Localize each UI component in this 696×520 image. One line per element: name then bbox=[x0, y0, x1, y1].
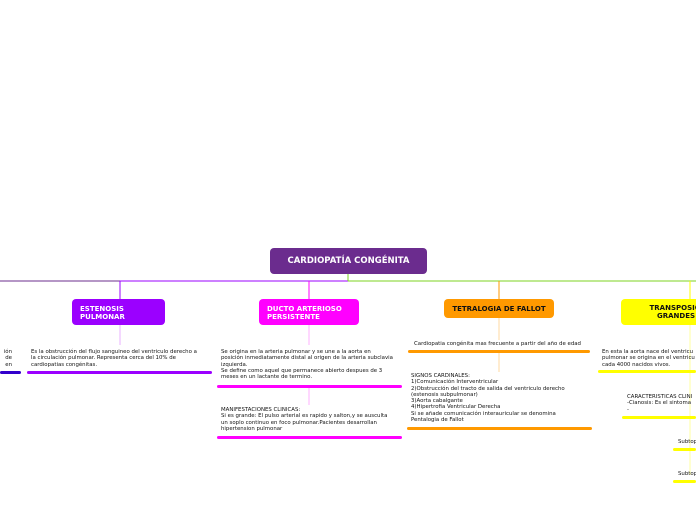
ducto-note-2-bar bbox=[217, 436, 402, 439]
fallot-note-1-bar bbox=[408, 350, 590, 353]
branch-ducto-arterioso[interactable]: DUCTO ARTERIOSO PERSISTENTE bbox=[259, 299, 359, 325]
transposicion-note-2-bar bbox=[622, 416, 696, 419]
transposicion-subtopic-1[interactable]: Subtop bbox=[678, 439, 696, 445]
transposicion-note-2[interactable]: CARACTERISTICAS CLINI -Cianosis: Es el s… bbox=[627, 394, 693, 413]
branch-transposicion[interactable]: TRANSPOSICI GRANDES bbox=[621, 299, 696, 325]
root-node[interactable]: CARDIOPATÍA CONGÉNITA bbox=[270, 248, 427, 274]
ducto-note-2[interactable]: MANIFESTACIONES CLINICAS: Si es grande: … bbox=[221, 407, 388, 432]
ducto-note-1-bar bbox=[217, 385, 402, 388]
transposicion-subtopic-2[interactable]: Subtop bbox=[678, 471, 696, 477]
transposicion-subtopic-1-bar bbox=[673, 448, 696, 451]
fallot-note-2[interactable]: SIGNOS CARDINALES: 1)Comunicación Interv… bbox=[411, 373, 565, 424]
ducto-note-1[interactable]: Se origina en la arteria pulmonar y se u… bbox=[221, 349, 393, 381]
fallot-note-1[interactable]: Cardiopatia congénita mas frecuente a pa… bbox=[414, 341, 581, 347]
left-fragment-bar bbox=[0, 371, 21, 374]
branch-estenosis-pulmonar[interactable]: ESTENOSIS PULMONAR bbox=[72, 299, 165, 325]
transposicion-subtopic-2-bar bbox=[673, 480, 696, 483]
estenosis-note-1-bar bbox=[27, 371, 212, 374]
transposicion-note-1-bar bbox=[598, 370, 696, 373]
branch-tetralogia-fallot[interactable]: TETRALOGIA DE FALLOT bbox=[444, 299, 554, 318]
estenosis-note-1[interactable]: Es la obstrucción del flujo sanguineo de… bbox=[31, 349, 197, 368]
left-fragment-text: ión de en bbox=[3, 349, 12, 368]
fallot-note-2-bar bbox=[407, 427, 592, 430]
transposicion-note-1[interactable]: En esta la aorta nace del ventricu pulmo… bbox=[602, 349, 695, 368]
